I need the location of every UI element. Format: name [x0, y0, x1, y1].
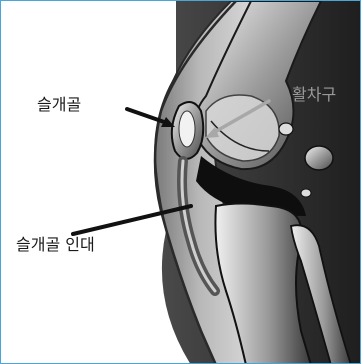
bone-fragment-3 [301, 189, 311, 197]
patella-inner [179, 111, 195, 147]
bone-fragment-2 [279, 123, 293, 135]
label-trochlea: 활차구 [292, 87, 336, 103]
label-patellar-ligament: 슬개골 인대 [16, 237, 95, 253]
bone-fragment-1 [305, 146, 333, 170]
label-patella: 슬개골 [37, 97, 81, 113]
